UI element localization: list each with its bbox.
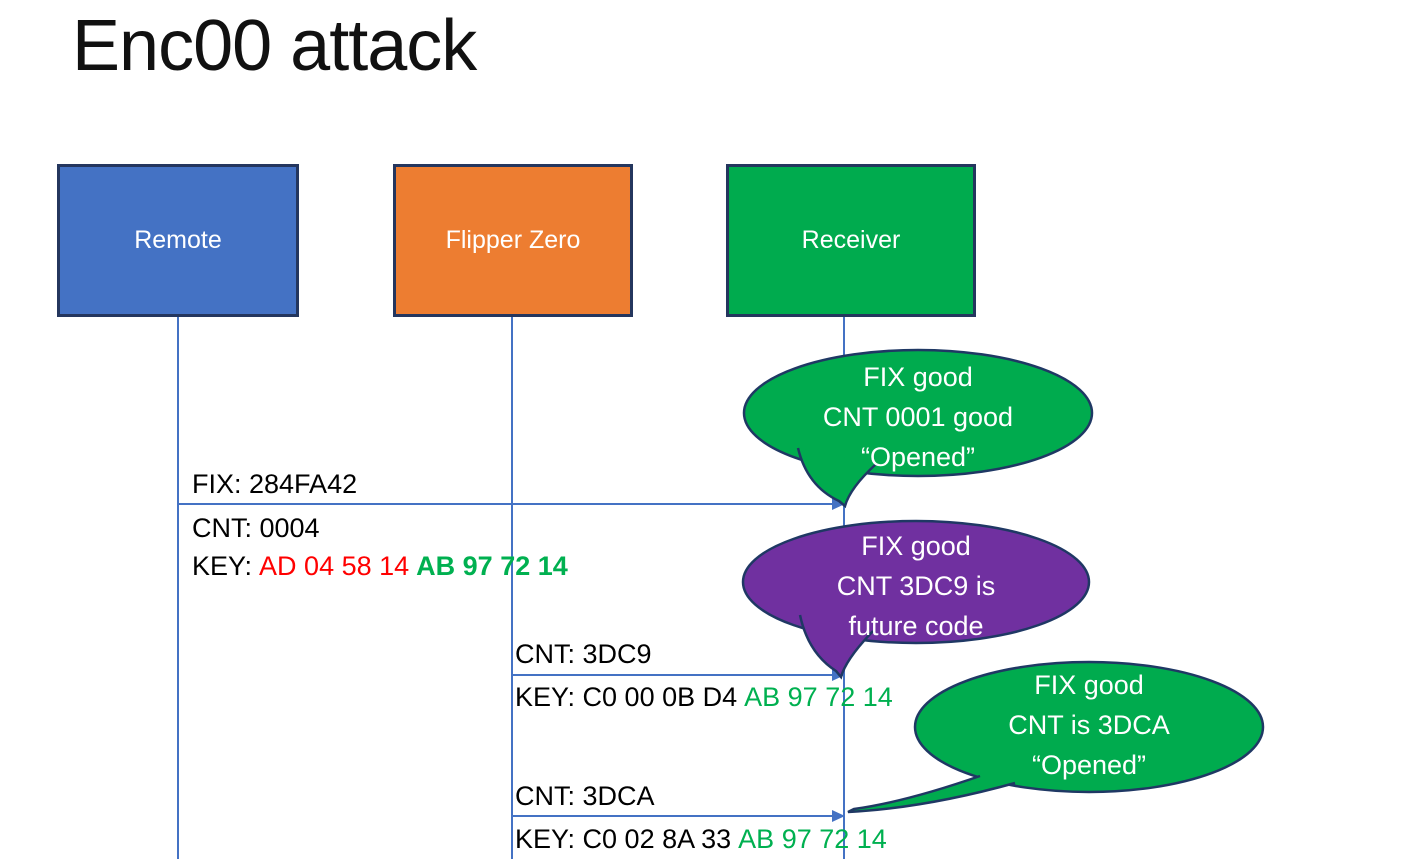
message1-key-green-bytes: AB 97 72 14	[416, 551, 568, 581]
callout-line: “Opened”	[860, 442, 976, 472]
message3-key-green-bytes: AB 97 72 14	[738, 824, 887, 854]
actor-box-receiver: Receiver	[726, 164, 976, 317]
message3-cnt-line: CNT: 3DCA	[515, 781, 655, 811]
callout-1-text: FIX good CNT 0001 good “Opened”	[743, 357, 1093, 477]
message3-key-prefix: KEY: C0 02 8A 33	[515, 824, 732, 854]
message1-key-prefix: KEY:	[192, 551, 253, 581]
actor-box-flipper-zero: Flipper Zero	[393, 164, 633, 317]
message-arrow-flipper-to-receiver-2	[512, 810, 845, 822]
actor-label-receiver: Receiver	[801, 226, 901, 254]
message2-key-green-bytes: AB 97 72 14	[744, 682, 893, 712]
callout-line: CNT 0001 good	[822, 402, 1014, 432]
callout-line: CNT 3DC9 is	[836, 571, 996, 601]
message2-cnt-line: CNT: 3DC9	[515, 639, 652, 669]
callout-line: FIX good	[861, 531, 971, 561]
flipper-zero-lifeline	[511, 317, 513, 859]
callout-line: CNT is 3DCA	[1008, 710, 1170, 740]
callout-line: “Opened”	[1031, 750, 1147, 780]
callout-2-text: FIX good CNT 3DC9 is future code	[741, 526, 1091, 646]
remote-lifeline	[177, 317, 179, 859]
actor-label-remote: Remote	[134, 226, 222, 254]
message1-fix-line: FIX: 284FA42	[192, 469, 358, 499]
message-arrow-remote-to-receiver	[178, 498, 845, 510]
actor-label-flipper-zero: Flipper Zero	[445, 226, 581, 254]
callout-line: future code	[848, 611, 984, 641]
actor-box-remote: Remote	[57, 164, 299, 317]
message2-key-prefix: KEY: C0 00 0B D4	[515, 682, 738, 712]
message-arrow-flipper-to-receiver-1	[512, 669, 845, 681]
message1-cnt-line: CNT: 0004	[192, 513, 320, 543]
callout-3-text: FIX good CNT is 3DCA “Opened”	[914, 665, 1264, 785]
slide-title: Enc00 attack	[72, 6, 477, 86]
message1-key-red-bytes: AD 04 58 14	[259, 551, 410, 581]
callout-line: FIX good	[1034, 670, 1144, 700]
callout-line: FIX good	[863, 362, 973, 392]
